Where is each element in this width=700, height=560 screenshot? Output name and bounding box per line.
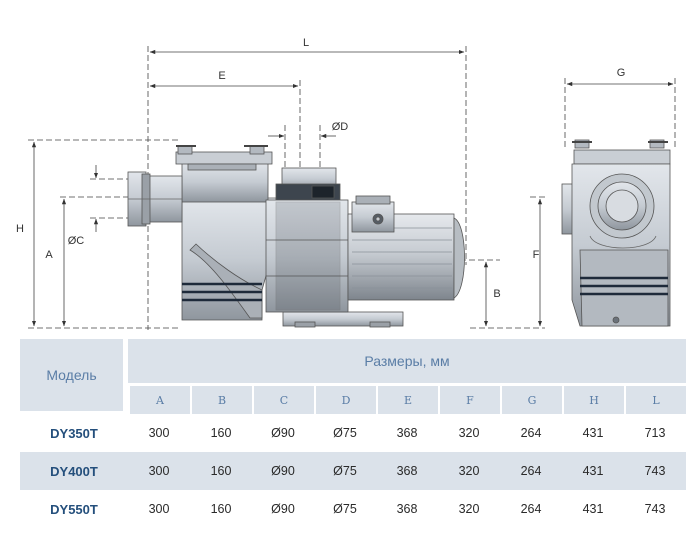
table-title-row: Модель Размеры, мм <box>20 339 686 414</box>
table-row: DY350T 300 160 Ø90 Ø75 368 320 264 431 7… <box>20 414 686 452</box>
column-header-row: A B C D E F G H L <box>20 386 686 414</box>
value-cell: 264 <box>520 426 542 440</box>
column-header: B <box>190 386 252 414</box>
value-cell: 320 <box>458 426 480 440</box>
dim-label-g: G <box>617 67 626 79</box>
dim-label-b: B <box>493 288 500 300</box>
column-header: L <box>624 386 686 414</box>
value-cell: 368 <box>396 502 418 516</box>
table-row: DY550T 300 160 Ø90 Ø75 368 320 264 431 7… <box>20 490 686 528</box>
value-cell: Ø90 <box>271 426 295 440</box>
value-cell: Ø75 <box>333 426 357 440</box>
value-cell: 160 <box>190 452 252 490</box>
value-cell: 431 <box>582 426 604 440</box>
column-header: C <box>252 386 314 414</box>
dim-label-l: L <box>303 37 309 49</box>
value-cell: 431 <box>562 452 624 490</box>
column-header: A <box>128 386 190 414</box>
model-cell: DY400T <box>20 452 128 490</box>
value-cell: 320 <box>458 502 480 516</box>
dim-label-c: ØC <box>68 235 85 247</box>
column-header: E <box>376 386 438 414</box>
pump-front-view <box>561 139 671 327</box>
dimensions-table: Модель Размеры, мм A B C D E F G H L DY3… <box>20 339 686 528</box>
value-cell: 743 <box>644 502 666 516</box>
dim-label-h: H <box>16 223 24 235</box>
value-cell: Ø75 <box>314 452 376 490</box>
value-cell: 160 <box>210 502 232 516</box>
model-cell: DY350T <box>50 425 98 441</box>
value-cell: 713 <box>644 426 666 440</box>
column-header: D <box>314 386 376 414</box>
value-cell: 300 <box>128 452 190 490</box>
column-header: G <box>500 386 562 414</box>
dimensions-header: Размеры, мм <box>128 339 686 386</box>
column-header: F <box>438 386 500 414</box>
value-cell: 300 <box>148 426 170 440</box>
model-cell: DY550T <box>50 501 98 517</box>
value-cell: 431 <box>582 502 604 516</box>
value-cell: 264 <box>500 452 562 490</box>
value-cell: 743 <box>624 452 686 490</box>
value-cell: Ø75 <box>333 502 357 516</box>
dim-label-a: A <box>45 249 53 261</box>
pump-drawing: L E ØD G H A ØC F B <box>16 37 676 330</box>
dim-label-d: ØD <box>332 121 349 133</box>
value-cell: Ø90 <box>252 452 314 490</box>
value-cell: 368 <box>376 452 438 490</box>
dimension-lines <box>28 46 676 330</box>
value-cell: 264 <box>520 502 542 516</box>
pump-side-view <box>127 145 465 328</box>
value-cell: 320 <box>438 452 500 490</box>
dim-label-f: F <box>533 249 540 261</box>
model-header: Модель <box>20 339 128 414</box>
table-row: DY400T 300 160 Ø90 Ø75 368 320 264 431 7… <box>20 452 686 490</box>
value-cell: 368 <box>396 426 418 440</box>
column-header: H <box>562 386 624 414</box>
value-cell: Ø90 <box>271 502 295 516</box>
value-cell: 160 <box>210 426 232 440</box>
value-cell: 300 <box>148 502 170 516</box>
dim-label-e: E <box>218 70 225 82</box>
